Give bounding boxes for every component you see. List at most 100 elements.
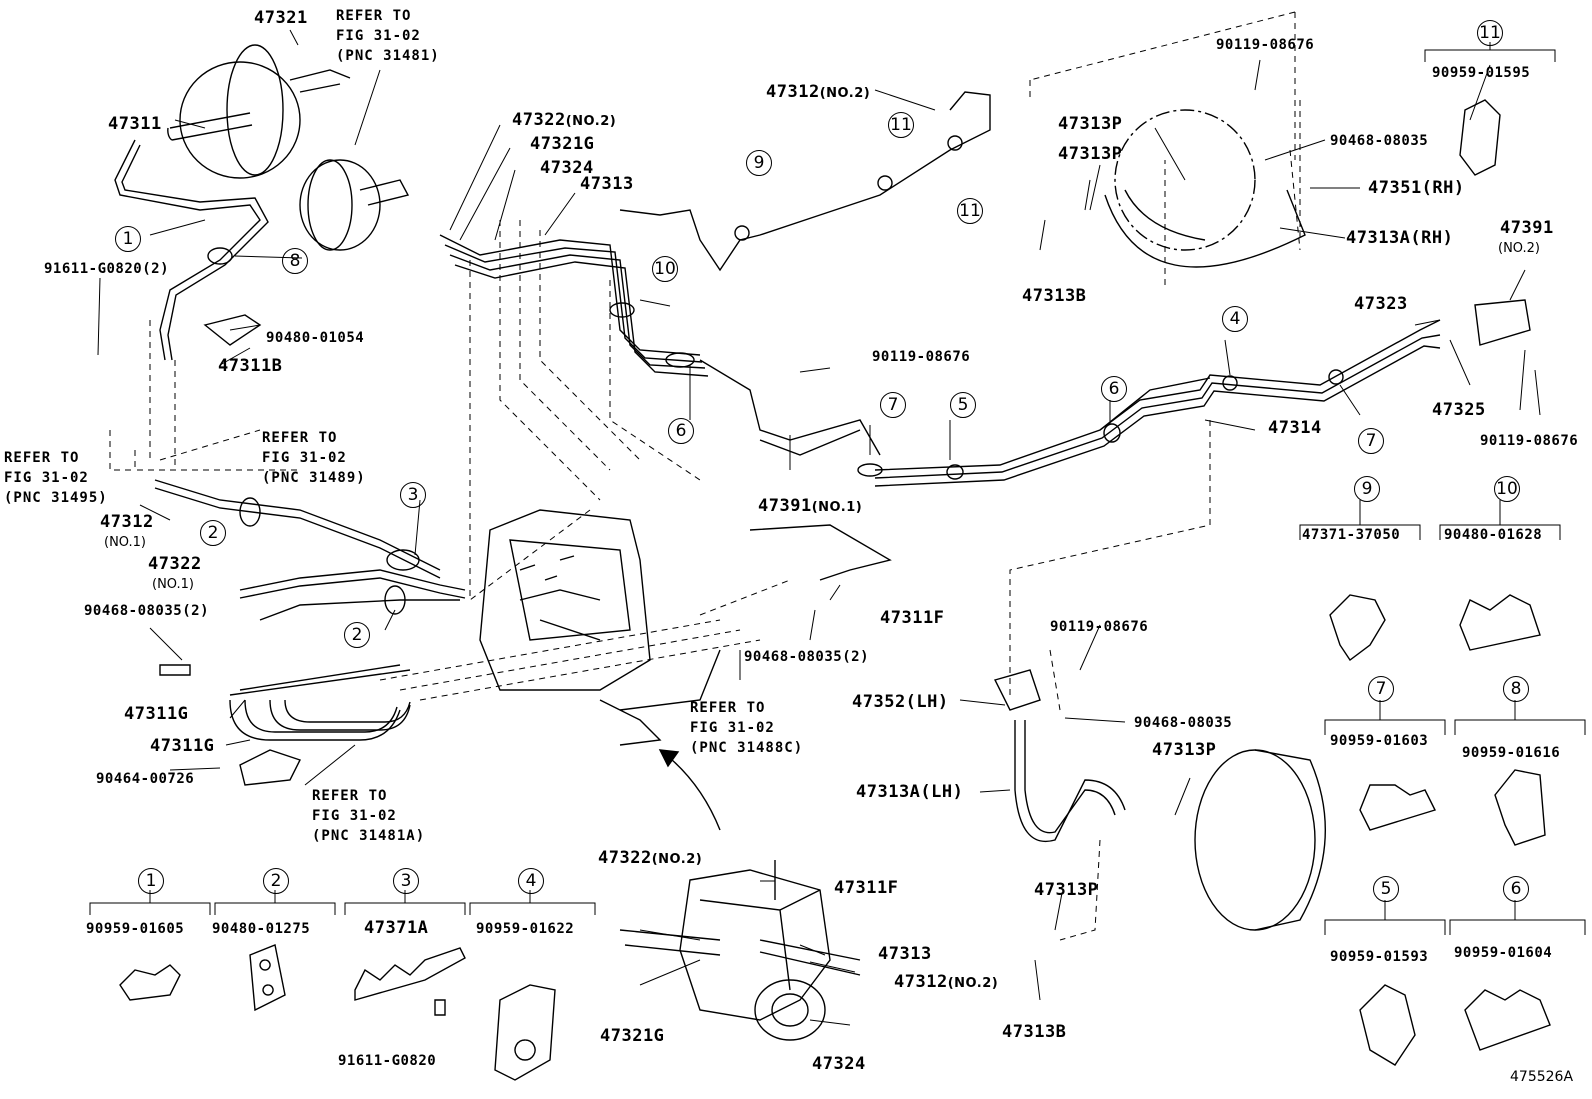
refer-line-3: (PNC 31481A) [312, 828, 426, 844]
label-47313p-b: 47313P [1058, 144, 1123, 164]
dashed-leaders [109, 11, 1301, 941]
label-47313b-top: 47313B [1022, 286, 1087, 306]
label-47313b-lower: 47313B [1002, 1022, 1067, 1042]
callout-8: 8 [282, 248, 308, 274]
label-no2: (NO.2) [565, 114, 617, 129]
label-47322: 47322 [598, 848, 652, 868]
label-47311b: 47311B [218, 356, 283, 376]
label-90468-08035-2-center: 90468-08035(2) [744, 649, 870, 665]
label-47321g-bottom: 47321G [600, 1026, 665, 1046]
callout-7-right: 7 [1358, 428, 1384, 454]
callout-2-detail: 2 [263, 868, 289, 894]
callout-8-detail: 8 [1503, 676, 1529, 702]
label-90480-01628: 90480-01628 [1444, 527, 1543, 543]
label-47312-no2-bottom: 47312(NO.2) [894, 974, 998, 991]
callout-11-a: 11 [888, 112, 914, 138]
label-47321: 47321 [254, 8, 308, 28]
refer-line-1: REFER TO [336, 8, 412, 24]
label-90959-01604: 90959-01604 [1454, 945, 1553, 961]
label-47312-no2-top: 47312(NO.2) [766, 84, 870, 101]
callout-3-detail: 3 [393, 868, 419, 894]
callout-6-left: 6 [668, 418, 694, 444]
label-47391-no1: 47391(NO.1) [758, 498, 862, 515]
label-no1-b: (NO.1) [152, 577, 194, 592]
refer-31489: REFER TO FIG 31-02 (PNC 31489) [262, 428, 366, 488]
label-47313p-lower-b: 47313P [1034, 880, 1099, 900]
refer-line-3: (PNC 31495) [4, 490, 108, 506]
label-47314: 47314 [1268, 418, 1322, 438]
label-90119-08676-topright: 90119-08676 [1216, 37, 1315, 53]
callout-1: 1 [115, 226, 141, 252]
label-47322: 47322 [512, 110, 566, 130]
label-47391: 47391 [758, 496, 812, 516]
abs-detail [619, 860, 861, 1041]
label-47352-lh: 47352(LH) [852, 692, 949, 712]
refer-line-3: (PNC 31489) [262, 470, 366, 486]
callout-4-detail: 4 [518, 868, 544, 894]
refer-31481: REFER TO FIG 31-02 (PNC 31481) [336, 6, 440, 66]
pipe-clips [207, 135, 1344, 615]
label-90480-01275: 90480-01275 [212, 921, 311, 937]
figure-id: 475526A [1510, 1069, 1574, 1085]
label-90959-01593: 90959-01593 [1330, 949, 1429, 965]
brake-booster [167, 44, 410, 251]
label-47311g-1: 47311G [124, 704, 189, 724]
label-91611-g0820-2: 91611-G0820(2) [44, 261, 170, 277]
refer-line-2: FIG 31-02 [4, 470, 89, 486]
label-no1: (NO.1) [104, 535, 146, 550]
callout-2-upper: 2 [200, 520, 226, 546]
refer-line-3: (PNC 31488C) [690, 740, 804, 756]
label-47313-bottom: 47313 [878, 944, 932, 964]
callout-4-right: 4 [1222, 306, 1248, 332]
label-47311f-center: 47311F [880, 608, 945, 628]
label-47351-rh: 47351(RH) [1368, 178, 1465, 198]
callout-5-detail: 5 [1373, 876, 1399, 902]
callout-9: 9 [746, 150, 772, 176]
callout-5-center: 5 [950, 392, 976, 418]
label-no2: (NO.2) [947, 976, 999, 991]
callout-6-right: 6 [1101, 376, 1127, 402]
label-47324-top: 47324 [540, 158, 594, 178]
abs-actuator [479, 509, 892, 746]
refer-line-2: FIG 31-02 [690, 720, 775, 736]
label-90464-00726: 90464-00726 [96, 771, 195, 787]
label-47312: 47312 [894, 972, 948, 992]
refer-line-2: FIG 31-02 [336, 28, 421, 44]
main-brake-pipes [439, 91, 1441, 487]
label-91611-g0820: 91611-G0820 [338, 1053, 437, 1069]
label-47313a-rh: 47313A(RH) [1346, 228, 1454, 248]
refer-line-1: REFER TO [262, 430, 338, 446]
left-pipes [114, 139, 466, 741]
label-90119-08676-right: 90119-08676 [1480, 433, 1579, 449]
label-90119-08676-lower: 90119-08676 [1050, 619, 1149, 635]
label-90959-01603: 90959-01603 [1330, 733, 1429, 749]
callout-11-c: 11 [1477, 20, 1503, 46]
refer-31488c: REFER TO FIG 31-02 (PNC 31488C) [690, 698, 803, 758]
callout-brackets [89, 42, 1586, 935]
label-47322-no2-top: 47322(NO.2) [512, 112, 616, 129]
label-47322-no2-bottom: 47322(NO.2) [598, 850, 702, 867]
callout-9-detail: 9 [1354, 476, 1380, 502]
callout-2-lower: 2 [344, 622, 370, 648]
label-90480-01054: 90480-01054 [266, 330, 365, 346]
bracket-47391-no2 [1474, 299, 1531, 346]
label-47325: 47325 [1432, 400, 1486, 420]
label-47371-37050: 47371-37050 [1302, 527, 1401, 543]
label-90959-01616: 90959-01616 [1462, 745, 1561, 761]
refer-line-1: REFER TO [312, 788, 388, 804]
label-47311g-2: 47311G [150, 736, 215, 756]
label-no2: (NO.2) [651, 852, 703, 867]
refer-31495: REFER TO FIG 31-02 (PNC 31495) [4, 448, 108, 508]
callout-7-center: 7 [880, 392, 906, 418]
label-90468-08035-2-left: 90468-08035(2) [84, 603, 210, 619]
small-part-sketches [119, 99, 1551, 1081]
callout-10-detail: 10 [1494, 476, 1520, 502]
label-90959-01622: 90959-01622 [476, 921, 575, 937]
label-90959-01605: 90959-01605 [86, 921, 185, 937]
rh-drum [1104, 109, 1306, 268]
label-47313-top: 47313 [580, 174, 634, 194]
callout-7-detail: 7 [1368, 676, 1394, 702]
callout-1-detail: 1 [138, 868, 164, 894]
label-47313p-lower-a: 47313P [1152, 740, 1217, 760]
label-47313p-a: 47313P [1058, 114, 1123, 134]
